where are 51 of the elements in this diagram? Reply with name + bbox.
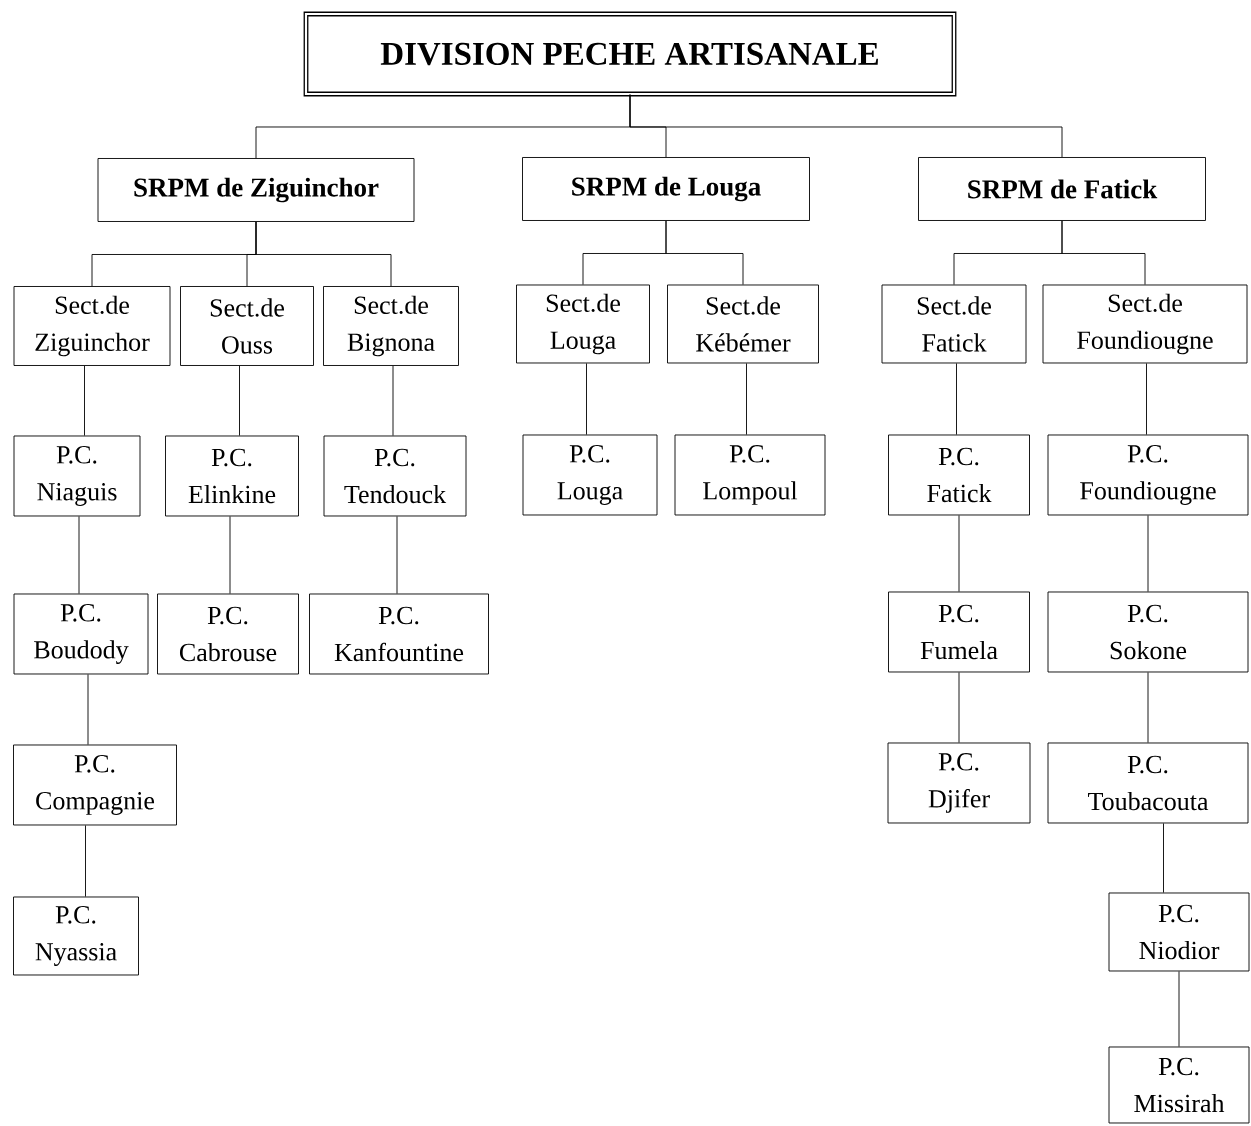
- connector-line: [1061, 220, 1146, 285]
- org-box: P.C. Kanfountine: [309, 593, 489, 675]
- org-box: P.C. Foundiougne: [1047, 434, 1249, 516]
- connector-line: [956, 363, 957, 435]
- connector-line: [396, 516, 398, 594]
- org-box: P.C. Elinkine: [165, 435, 299, 517]
- connector-line: [85, 825, 86, 897]
- connector-line: [665, 220, 744, 285]
- org-box: P.C. Louga: [522, 434, 658, 516]
- org-box: Sect.de Foundiougne: [1042, 284, 1248, 364]
- connector-line: [229, 516, 231, 594]
- connector-line: [746, 363, 747, 435]
- org-box: P.C. Niodior: [1108, 892, 1250, 972]
- unit-box: SRPM de Louga: [522, 157, 810, 221]
- org-box: P.C. Cabrouse: [157, 593, 299, 675]
- connector-line: [958, 515, 960, 592]
- org-box: P.C. Missirah: [1108, 1046, 1250, 1124]
- connector-line: [1146, 363, 1147, 435]
- connector-line: [629, 94, 1063, 158]
- connector-line: [392, 365, 394, 436]
- connector-line: [84, 365, 85, 436]
- org-box: P.C. Sokone: [1047, 591, 1249, 673]
- org-box: P.C. Compagnie: [13, 744, 177, 826]
- org-box: P.C. Fumela: [888, 591, 1030, 673]
- title-box: DIVISION PECHE ARTISANALE: [303, 11, 957, 97]
- org-box: Sect.de Kébémer: [667, 284, 819, 364]
- org-box: P.C. Tendouck: [323, 435, 467, 517]
- org-box: P.C. Nyassia: [13, 896, 139, 976]
- org-box: Sect.de Louga: [516, 284, 650, 364]
- org-box: Sect.de Ouss: [180, 286, 314, 366]
- org-box: Sect.de Bignona: [323, 286, 459, 366]
- org-box: Sect.de Fatick: [881, 284, 1027, 364]
- connector-line: [1147, 515, 1149, 592]
- org-box: P.C. Niaguis: [13, 435, 141, 517]
- unit-box: SRPM de Fatick: [918, 157, 1206, 221]
- org-box: Sect.de Ziguinchor: [13, 286, 171, 366]
- connector-line: [1163, 823, 1164, 893]
- org-box: P.C. Djifer: [887, 742, 1031, 824]
- connector-line: [1178, 971, 1180, 1047]
- connector-line: [87, 674, 89, 745]
- org-box: P.C. Fatick: [888, 434, 1030, 516]
- connector-line: [239, 365, 240, 436]
- unit-box: SRPM de Ziguinchor: [97, 158, 415, 222]
- org-box: P.C. Boudody: [13, 593, 149, 675]
- connector-line: [958, 672, 960, 743]
- connector-line: [78, 516, 80, 594]
- connector-line: [586, 363, 587, 435]
- connector-line: [1147, 672, 1149, 743]
- org-box: P.C. Toubacouta: [1047, 742, 1249, 824]
- connector-line: [255, 221, 392, 287]
- org-box: P.C. Lompoul: [674, 434, 826, 516]
